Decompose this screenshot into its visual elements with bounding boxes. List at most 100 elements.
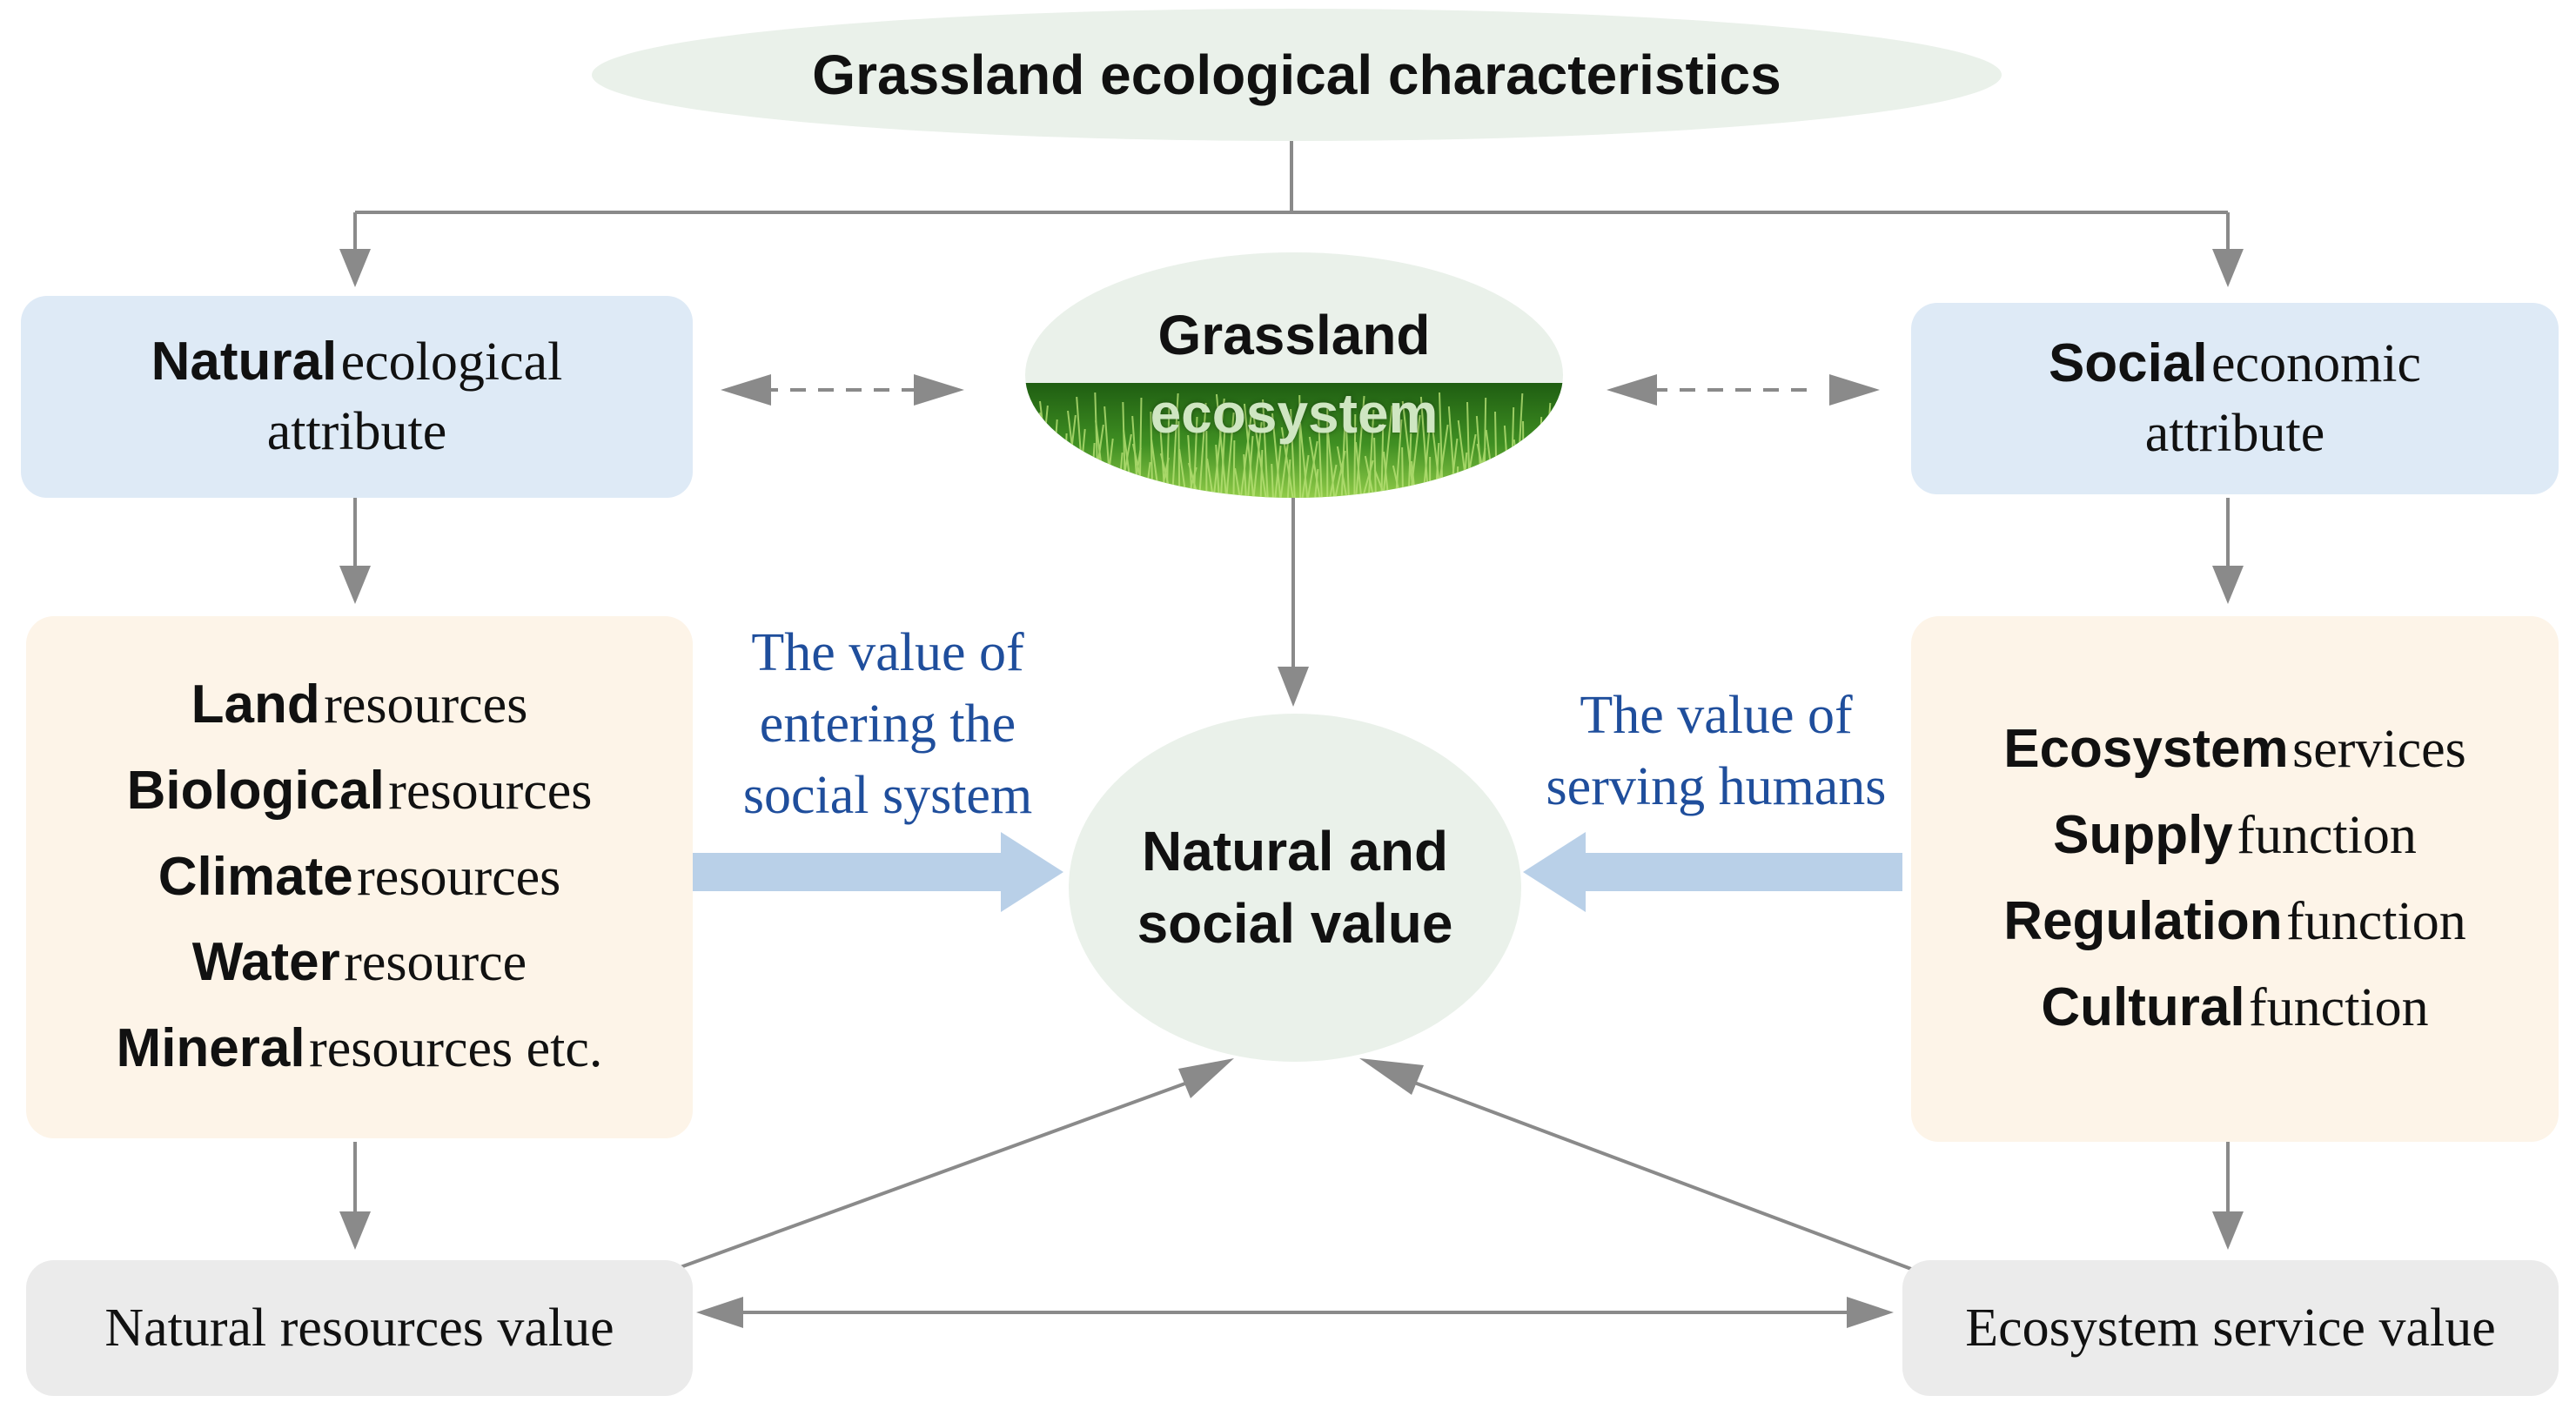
grass-blade: [1326, 432, 1336, 498]
resources-box: Land resources Biological resources Clim…: [26, 616, 693, 1138]
arrowhead-functions: [2212, 566, 2244, 604]
social-attribute-bold: Social: [2048, 333, 2208, 394]
grass-blade: [1252, 417, 1267, 498]
center-line-1: Natural and: [1141, 819, 1449, 882]
grass-blade: [1314, 468, 1319, 498]
grass-blade: [1340, 399, 1347, 498]
function-rest: services: [2292, 720, 2466, 780]
arrowhead-dash-left-a: [721, 374, 771, 406]
grass-blade: [1111, 466, 1115, 498]
arrowhead-natural-attribute: [339, 249, 371, 287]
grass-blade: [1131, 415, 1139, 498]
grass-blade: [1456, 466, 1459, 498]
arrowhead-dash-right-a: [1607, 374, 1657, 406]
grass-blade: [1457, 419, 1469, 498]
grass-blade: [1392, 465, 1402, 498]
arrow-service-value-to-center: [1409, 1079, 1912, 1271]
grass-blade: [1243, 453, 1247, 498]
function-rest: function: [2237, 806, 2417, 866]
grass-blade: [1150, 411, 1154, 498]
natural-attribute-bold: Natural: [151, 332, 338, 393]
grass-blade: [1290, 408, 1296, 498]
left-flow-label-line-1: The value of: [751, 623, 1024, 682]
grass-blade: [1532, 462, 1544, 498]
grass-blade: [1355, 395, 1365, 498]
grass-blade: [1407, 433, 1412, 498]
functions-box: Ecosystem services Supply function Regul…: [1911, 616, 2559, 1142]
grass-blade: [1306, 440, 1318, 498]
grass-blade: [1104, 406, 1112, 498]
grass-blade: [1489, 461, 1496, 498]
natural-resources-value: Natural resources value: [104, 1298, 614, 1358]
grass-blade: [1123, 429, 1134, 498]
grass-blade: [1461, 452, 1468, 498]
natural-resources-value-box: Natural resources value: [26, 1260, 693, 1396]
grass-blade: [1192, 416, 1198, 498]
grass-blade: [1286, 459, 1291, 498]
right-flow-label-line-1: The value of: [1580, 686, 1853, 745]
social-attribute-rest-1: economic: [2211, 334, 2422, 394]
grass-blade: [1298, 394, 1302, 498]
grass-blade: [1513, 439, 1523, 498]
flow-arrow-right: [1523, 832, 1902, 912]
grass-blade: [1382, 405, 1393, 498]
grass-blade: [1131, 443, 1146, 498]
grass-blade: [1262, 399, 1269, 498]
grass-blade: [1243, 403, 1255, 498]
grass-blade: [1206, 458, 1214, 498]
social-attribute-rest-2: attribute: [2144, 403, 2325, 463]
arrowhead-bottom-left: [696, 1297, 743, 1328]
grass-blade: [1215, 393, 1228, 498]
resource-bold: Biological: [126, 760, 385, 821]
grass-blade: [1409, 414, 1421, 498]
grass-blade: [1063, 433, 1068, 498]
grass-blade: [1150, 439, 1160, 498]
grass-blade: [1515, 393, 1524, 498]
left-flow-label-line-2: entering the: [759, 694, 1016, 754]
grass-blade: [1280, 426, 1294, 498]
arrowhead-resources: [339, 566, 371, 604]
grass-blade: [1540, 448, 1550, 498]
grass-blade: [1345, 427, 1350, 498]
grass-blade: [1094, 392, 1100, 498]
function-rest: function: [2286, 892, 2466, 951]
grass-blade: [1030, 458, 1039, 498]
grass-blade: [1494, 411, 1498, 498]
left-flow-label: The value of entering the social system: [714, 618, 1062, 831]
grass-blade: [1557, 443, 1563, 498]
arrowhead-natural-value: [339, 1211, 371, 1250]
grass-blade: [1234, 467, 1241, 498]
arrowhead-diag-right: [1359, 1058, 1424, 1095]
natural-attribute-box: Natural ecological attribute: [21, 296, 693, 498]
resource-row: Climate resources: [158, 835, 561, 921]
grass-blade: [1447, 406, 1457, 498]
resource-row: Mineral resources etc.: [117, 1006, 603, 1092]
grass-blade: [1212, 398, 1225, 498]
grass-blade: [1187, 462, 1199, 498]
grass-blade: [1401, 446, 1405, 498]
grass-blade: [1353, 413, 1357, 498]
ecosystem-service-value: Ecosystem service value: [1965, 1298, 2496, 1358]
grass-blade: [1485, 429, 1496, 498]
grass-blade: [1318, 418, 1323, 498]
grass-blade: [1308, 436, 1321, 498]
resource-row: Water resource: [192, 920, 527, 1006]
flow-arrow-left: [693, 832, 1063, 912]
left-flow-label-line-3: social system: [742, 765, 1033, 825]
grass-blade: [1032, 412, 1042, 498]
grass-blade: [1336, 446, 1348, 498]
right-flow-label-line-2: serving humans: [1546, 756, 1887, 816]
center-line-2: social value: [1137, 892, 1453, 955]
top-title-ellipse: Grassland ecological characteristics: [592, 9, 2002, 141]
grass-blade: [1364, 455, 1375, 498]
grass-blade: [1367, 409, 1375, 498]
grass-blade: [1522, 420, 1525, 498]
grass-blade: [1038, 451, 1045, 498]
grass-blade: [1419, 396, 1430, 498]
grass-blade: [1542, 402, 1552, 498]
natural-social-value-ellipse: Natural and social value: [1069, 714, 1521, 1062]
function-bold: Cultural: [2041, 976, 2245, 1037]
grass-blade: [1259, 449, 1264, 498]
grass-blade: [1434, 442, 1440, 498]
